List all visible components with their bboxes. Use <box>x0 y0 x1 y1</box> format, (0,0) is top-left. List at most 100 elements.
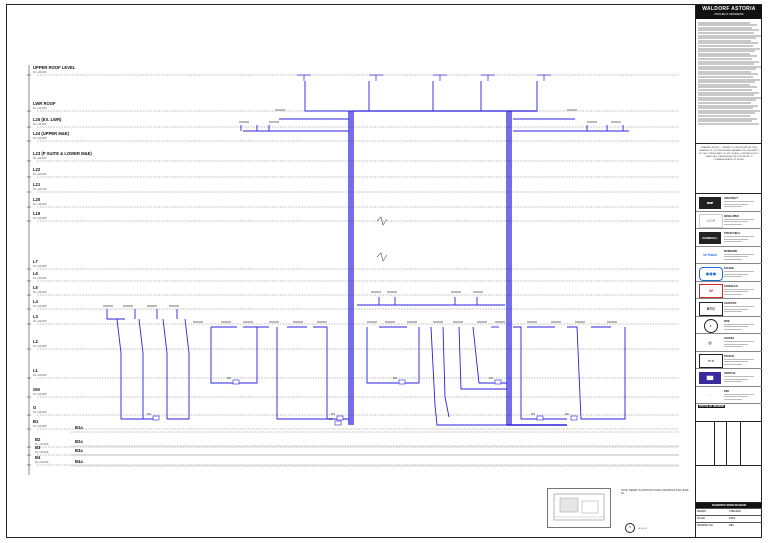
level-rl: RL +##.### <box>33 217 47 220</box>
title-block-cell: SCALE <box>697 517 705 520</box>
consultant-logo-icon: W <box>699 284 723 298</box>
level-rl: RL +##.### <box>33 411 47 414</box>
equipment-tag <box>451 291 461 293</box>
equipment-tag <box>527 321 537 323</box>
equipment-tag <box>293 321 303 323</box>
level-name: L6 <box>33 271 38 276</box>
consultant-row: ▇▇VERTICAL <box>696 369 762 387</box>
level-rl: RL +##.### <box>35 443 49 446</box>
consultant-name: INTERIORS <box>724 249 738 253</box>
equipment-tag <box>367 321 377 323</box>
equipment-tag <box>275 109 285 111</box>
valve-box <box>232 379 240 385</box>
equipment-tag <box>567 109 577 111</box>
riser-pipe <box>138 318 144 419</box>
level-name: L21 <box>33 182 41 187</box>
project-header: WALDORF ASTORIA PROJECT ADDRESS <box>696 5 762 19</box>
equipment-tag <box>407 321 417 323</box>
level-rl: RL +##.### <box>33 107 47 110</box>
valve-box <box>570 415 578 421</box>
consultant-logo-icon: RAMBOLL <box>699 231 721 244</box>
level-rl: RL +##.### <box>33 277 47 280</box>
level-rl: RL +##.### <box>33 345 47 348</box>
title-block-cell: REV <box>729 524 734 527</box>
drawing-status: STATUS OF DRAWING <box>696 404 762 422</box>
project-title: WALDORF ASTORIA <box>702 6 756 12</box>
basement-sublevel-label: B4a <box>75 459 83 464</box>
level-rl: RL +##.### <box>33 305 47 308</box>
drawing-notes: DRAWING NOTES — REFER TO SPECIFICATION. … <box>696 144 762 194</box>
title-block-cell: DRAWING NO. <box>697 524 714 527</box>
level-name: L24 (UPPER M&E) <box>33 131 70 136</box>
level-name: L2 <box>33 339 38 344</box>
riser-pipe <box>313 326 328 419</box>
riser-pipe <box>162 318 168 419</box>
basement-sublevel-label: B3a <box>75 448 83 453</box>
consultant-info: ACCESS <box>724 337 760 348</box>
level-rl: RL +##.### <box>33 291 47 294</box>
sheet-title: SCHEMATIC RISER DIAGRAM <box>696 503 762 508</box>
level-rl: RL +##.### <box>33 123 47 126</box>
consultant-logo-icon: ▰▰ <box>699 196 721 209</box>
riser-pipe <box>106 309 125 320</box>
level-name: B1 <box>33 419 39 424</box>
level-name: L7 <box>33 259 38 264</box>
equipment-tag <box>269 121 279 123</box>
level-name: L22 <box>33 167 41 172</box>
valve-label: DN <box>531 412 535 416</box>
valve-label: DN <box>489 376 493 380</box>
level-name: L4 <box>33 299 38 304</box>
level-rl: RL +##.### <box>33 374 47 377</box>
riser-pipe <box>366 327 420 384</box>
consultant-info: DEVELOPER <box>724 215 760 225</box>
equipment-tag <box>221 321 231 323</box>
equipment-tag <box>269 321 279 323</box>
level-rl: RL +##.### <box>33 137 47 140</box>
consultant-info: STRUCTURAL <box>724 232 760 243</box>
valve-label: DN <box>147 412 151 416</box>
legend-text: ▭ ▭ ▭ <box>638 526 647 530</box>
equipment-tag <box>371 291 381 293</box>
valve-label: DN <box>227 376 231 380</box>
level-name: L3 <box>33 314 38 319</box>
riser-pipe <box>430 326 507 426</box>
consultant-logo-icon: ◌◌ <box>707 392 713 397</box>
title-block-cell: DRAWN <box>697 510 706 513</box>
level-name: GM <box>33 387 40 392</box>
valve-label: DN <box>329 417 333 421</box>
consultant-row: ◐FIRE <box>696 317 762 334</box>
level-label: L23 (P SUITE & LOWER M&E)RL +##.### <box>33 151 92 161</box>
level-rl: RL +##.### <box>33 157 47 160</box>
level-name: L25 (EX. LWR) <box>33 117 62 122</box>
consultant-info: HYDRAULIC <box>724 285 760 295</box>
consultant-info: ESD <box>724 390 760 400</box>
level-name: L1 <box>33 368 38 373</box>
consultant-row: <·>TRAFFIC <box>696 352 762 369</box>
key-plan <box>547 488 611 528</box>
basement-sublevel-label: B2a <box>75 439 83 444</box>
consultant-logo-icon: ◐ <box>704 319 718 333</box>
basement-sublevel-label: B1a <box>75 425 83 430</box>
level-label: L25 (EX. LWR)RL +##.### <box>33 117 61 127</box>
riser-pipe <box>511 81 538 112</box>
level-rl: RL +##.### <box>33 425 47 428</box>
fine-print <box>696 19 762 144</box>
riser-pipe <box>442 326 450 418</box>
title-block-cell: DATE <box>729 517 736 520</box>
level-rl: RL +##.### <box>35 461 49 464</box>
level-rl: RL +##.### <box>33 173 47 176</box>
